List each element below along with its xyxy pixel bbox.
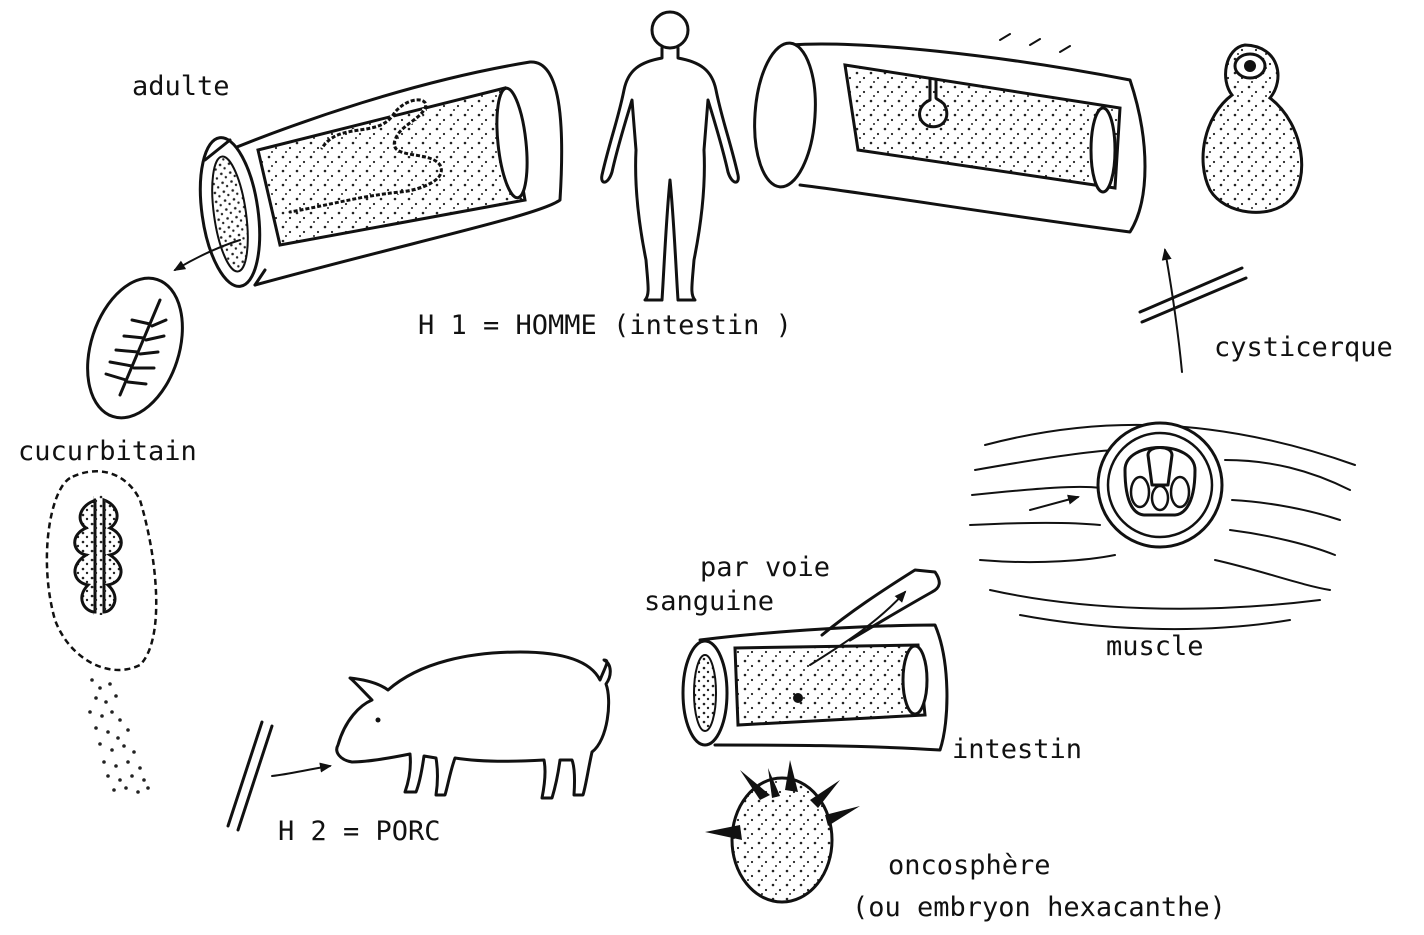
label-muscle: muscle bbox=[1106, 631, 1204, 662]
oncosphere-embryo bbox=[705, 760, 860, 902]
label-host1: H 1 = HOMME (intestin ) bbox=[418, 310, 792, 341]
label-blood-route-line2: sanguine bbox=[644, 586, 774, 617]
muscle-with-cyst bbox=[970, 423, 1355, 629]
label-oncosphere-line1: oncosphère bbox=[888, 850, 1051, 881]
intestine-with-adult-worm bbox=[192, 62, 562, 290]
human-figure bbox=[602, 12, 739, 300]
label-cysticercus: cysticerque bbox=[1214, 332, 1393, 363]
intestine-with-scolex bbox=[750, 34, 1145, 232]
label-host2: H 2 = PORC bbox=[278, 816, 441, 847]
host-barrier-pig bbox=[228, 722, 330, 830]
released-eggs bbox=[88, 678, 150, 794]
pig-figure bbox=[337, 652, 611, 798]
label-segment: cucurbitain bbox=[18, 436, 197, 467]
label-blood-route-line1: par voie bbox=[700, 552, 830, 583]
segment-releasing-eggs bbox=[47, 471, 156, 794]
label-adult: adulte bbox=[132, 71, 230, 102]
gravid-segment bbox=[71, 266, 199, 430]
label-intestine: intestin bbox=[952, 734, 1082, 765]
label-oncosphere-line2: (ou embryon hexacanthe) bbox=[852, 892, 1226, 923]
cysticercus-bladder bbox=[1203, 45, 1302, 212]
